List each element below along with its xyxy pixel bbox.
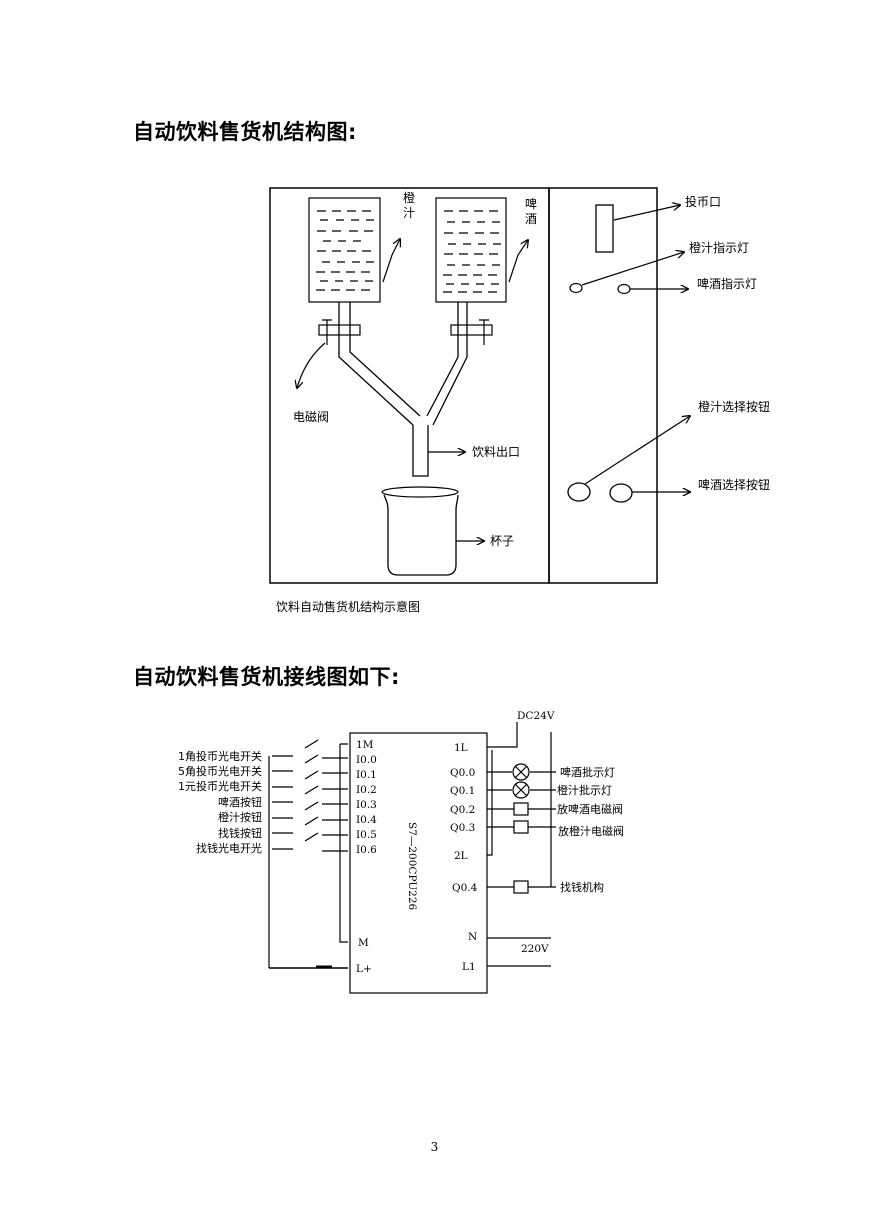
q04-coil — [513, 880, 529, 894]
orange-liquid-dashes — [316, 210, 374, 291]
valve-label: 电磁阀 — [293, 409, 329, 424]
term-l1: L1 — [462, 961, 476, 973]
term-i00: I0.0 — [356, 754, 377, 766]
wiring-labels: 1角投币光电开关 5角投币光电开关 1元投币光电开关 啤酒按钮 橙汁按钮 找钱按… — [178, 710, 624, 975]
machine-body-left — [269, 187, 550, 584]
term-i06: I0.6 — [356, 844, 377, 856]
cup-body — [383, 494, 459, 576]
input-label-0: 1角投币光电开关 — [178, 749, 262, 763]
machine-panel-right — [548, 187, 658, 584]
ac220-label: 220V — [521, 943, 549, 955]
orange-button-shape — [567, 482, 591, 502]
output-label-3: 放橙汁电磁阀 — [558, 824, 624, 838]
q03-coil — [513, 820, 529, 834]
output-label-4: 找钱机构 — [560, 880, 604, 894]
term-q00: Q0.0 — [450, 767, 475, 779]
beer-lamp-label: 啤酒指示灯 — [697, 276, 757, 291]
tank-beer-char1: 啤 — [525, 196, 537, 211]
output-label-2: 放啤酒电磁阀 — [557, 802, 623, 816]
q00-lamp — [512, 763, 530, 781]
orange-button-label: 橙汁选择按钮 — [698, 399, 770, 414]
orange-valve — [318, 324, 361, 336]
wiring-diagram — [268, 722, 556, 994]
cup-label: 杯子 — [490, 534, 514, 548]
cup-rim — [381, 486, 459, 498]
term-i01: I0.1 — [356, 769, 377, 781]
orange-tank — [308, 197, 381, 303]
outlet-label: 饮料出口 — [472, 445, 520, 459]
structure-caption: 饮料自动售货机结构示意图 — [276, 599, 420, 614]
structure-labels: 橙 汁 啤 酒 投币口 橙汁指示灯 啤酒指示灯 电磁阀 饮料出口 杯子 橙汁选择… — [276, 190, 770, 614]
term-i03: I0.3 — [356, 799, 377, 811]
input-label-6: 找钱光电开光 — [196, 841, 262, 855]
term-i05: I0.5 — [356, 829, 377, 841]
input-label-2: 1元投币光电开关 — [178, 779, 262, 793]
term-lplus: L+ — [356, 963, 372, 975]
dc24v-label: DC24V — [517, 710, 555, 722]
wiring-heading: 自动饮料售货机接线图如下: — [133, 665, 400, 689]
term-q03: Q0.3 — [450, 822, 475, 834]
term-m: M — [358, 937, 369, 949]
ac220-lines — [487, 937, 551, 967]
beer-liquid-dashes — [443, 210, 501, 293]
term-q01: Q0.1 — [450, 785, 475, 797]
tank-beer-char2: 酒 — [525, 212, 537, 226]
input-label-3: 啤酒按钮 — [218, 795, 262, 809]
tank-orange-char1: 橙 — [403, 190, 415, 205]
input-switches — [272, 739, 348, 852]
plc-model: S7—200CPU226 — [406, 822, 418, 911]
beer-valve — [450, 324, 493, 336]
output-label-1: 橙汁批示灯 — [557, 783, 612, 797]
page-number: 3 — [430, 1140, 439, 1154]
q01-lamp — [512, 781, 530, 799]
beer-lamp-shape — [617, 283, 631, 295]
output-label-0: 啤酒批示灯 — [560, 765, 615, 779]
structure-heading: 自动饮料售货机结构图: — [133, 120, 357, 144]
term-1l: 1L — [454, 742, 468, 754]
structure-diagram — [269, 187, 690, 584]
beer-button-shape — [609, 483, 633, 503]
input-label-5: 找钱按钮 — [218, 826, 262, 840]
term-q04: Q0.4 — [452, 882, 478, 894]
input-label-4: 橙汁按钮 — [218, 810, 262, 824]
beer-tank — [435, 197, 507, 303]
term-n: N — [468, 931, 477, 943]
q02-coil — [513, 802, 529, 816]
term-i02: I0.2 — [356, 784, 377, 796]
coin-slot-shape — [595, 204, 614, 253]
term-q02: Q0.2 — [450, 804, 475, 816]
term-2l: 2L — [454, 850, 468, 862]
orange-lamp-label: 橙汁指示灯 — [689, 240, 749, 255]
beer-button-label: 啤酒选择按钮 — [698, 477, 770, 492]
dc24v-line — [487, 722, 518, 748]
coin-slot-label: 投币口 — [685, 194, 721, 209]
orange-lamp-shape — [569, 282, 583, 294]
term-1m: 1M — [356, 739, 374, 751]
pipes — [338, 302, 468, 477]
plc-box — [349, 732, 488, 994]
common-m-bus — [339, 743, 348, 943]
tank-orange-char2: 汁 — [403, 206, 415, 220]
term-i04: I0.4 — [356, 814, 377, 826]
input-label-1: 5角投币光电开关 — [178, 764, 262, 778]
